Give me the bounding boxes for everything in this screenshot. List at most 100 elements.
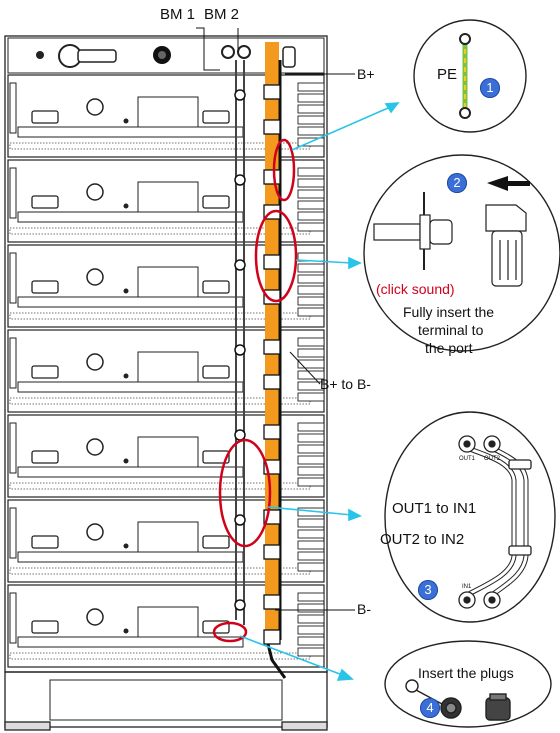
insert-instruction-line3: the port	[425, 340, 472, 356]
out2-in2-label: OUT2 to IN2	[380, 531, 464, 548]
terminal-block	[298, 212, 324, 220]
terminal-block	[298, 83, 324, 91]
module-tray	[18, 127, 243, 137]
port-socket	[430, 220, 452, 244]
callout-4-badge: 4	[420, 698, 440, 718]
terminal-block	[298, 423, 324, 431]
terminal-block	[298, 168, 324, 176]
module-hole	[87, 269, 103, 285]
terminal-block	[298, 604, 324, 612]
b-plus-port	[283, 47, 295, 67]
terminal-block	[298, 593, 324, 601]
terminal-block	[298, 264, 324, 272]
terminal-block	[298, 127, 324, 135]
module-tray	[18, 467, 243, 477]
module-tray	[18, 382, 243, 392]
terminal-block	[298, 223, 324, 231]
module-screw	[124, 119, 129, 124]
breaker-handle	[78, 50, 116, 62]
terminal-block	[298, 201, 324, 209]
control-box-details	[36, 45, 171, 67]
sealing-plug-icon	[486, 698, 510, 720]
pe-lug-bottom	[460, 108, 470, 118]
out2-port-label: OUT2	[484, 456, 500, 462]
out1-port-label: OUT1	[459, 456, 475, 462]
rack-foot-left	[5, 722, 50, 730]
cable-connector	[264, 545, 280, 559]
module-edge-bracket	[10, 83, 16, 133]
module-tray	[18, 297, 243, 307]
callout-3-badge: 3	[418, 580, 438, 600]
module-label-plate	[138, 522, 198, 552]
terminal-block	[298, 297, 324, 305]
module-handle-right	[203, 281, 229, 293]
module-hole	[87, 439, 103, 455]
module-tray	[18, 552, 243, 562]
module-screw	[124, 629, 129, 634]
out1-in1-label: OUT1 to IN1	[392, 500, 476, 517]
module-label-plate	[138, 352, 198, 382]
power-switch-icon	[36, 51, 44, 59]
module-screw	[124, 204, 129, 209]
module-screw	[124, 459, 129, 464]
terminal-block	[298, 456, 324, 464]
bm1-leader	[196, 28, 220, 70]
comm-connector	[235, 345, 245, 355]
terminal-block	[298, 179, 324, 187]
terminal-block	[298, 615, 324, 623]
cable-connector	[264, 340, 280, 354]
cable-connector	[264, 425, 280, 439]
insert-plugs-label: Insert the plugs	[418, 665, 514, 681]
insert-instruction-line1: Fully insert the	[403, 304, 494, 320]
module-label-plate	[138, 607, 198, 637]
terminal-block	[298, 286, 324, 294]
terminal-block	[298, 648, 324, 656]
module-handle-right	[203, 111, 229, 123]
terminal-block	[298, 393, 324, 401]
module-screw	[124, 544, 129, 549]
terminal-block	[298, 434, 324, 442]
module-label-plate	[138, 97, 198, 127]
terminal-block	[298, 105, 324, 113]
terminal-block	[298, 94, 324, 102]
cable-connector	[264, 630, 280, 644]
terminal-block	[298, 275, 324, 283]
terminal-block	[298, 467, 324, 475]
module-hole	[87, 609, 103, 625]
display-ring	[158, 51, 166, 59]
module-handle-left	[32, 536, 58, 548]
bm1-label: BM 1	[160, 6, 195, 23]
terminal-block	[298, 308, 324, 316]
terminal-block	[298, 338, 324, 346]
module-screw	[124, 289, 129, 294]
module-hole	[87, 354, 103, 370]
comm-connector	[235, 260, 245, 270]
module-edge-bracket	[10, 423, 16, 473]
terminal-block	[298, 563, 324, 571]
module-label-plate	[138, 267, 198, 297]
comm-connector	[235, 175, 245, 185]
pe-lug-top	[460, 34, 470, 44]
callout-1-badge: 1	[480, 78, 500, 98]
insert-instruction-line2: terminal to	[418, 322, 483, 338]
bms-ports	[222, 46, 295, 67]
module-label-plate	[138, 182, 198, 212]
module-handle-left	[32, 451, 58, 463]
cable-connector	[264, 170, 280, 184]
port-body	[374, 224, 420, 240]
module-hole	[87, 99, 103, 115]
module-handle-left	[32, 111, 58, 123]
terminal-block	[298, 552, 324, 560]
plug-grip	[492, 231, 522, 286]
terminal-block	[298, 530, 324, 538]
cable-connector	[264, 375, 280, 389]
b-minus-label: B-	[357, 601, 371, 617]
module-hole	[87, 524, 103, 540]
cable-connector	[264, 85, 280, 99]
module-tray	[18, 212, 243, 222]
callout-circles	[364, 20, 560, 727]
module-edge-bracket	[10, 253, 16, 303]
terminal-block	[298, 478, 324, 486]
terminal-block	[298, 637, 324, 645]
terminal-block	[298, 445, 324, 453]
